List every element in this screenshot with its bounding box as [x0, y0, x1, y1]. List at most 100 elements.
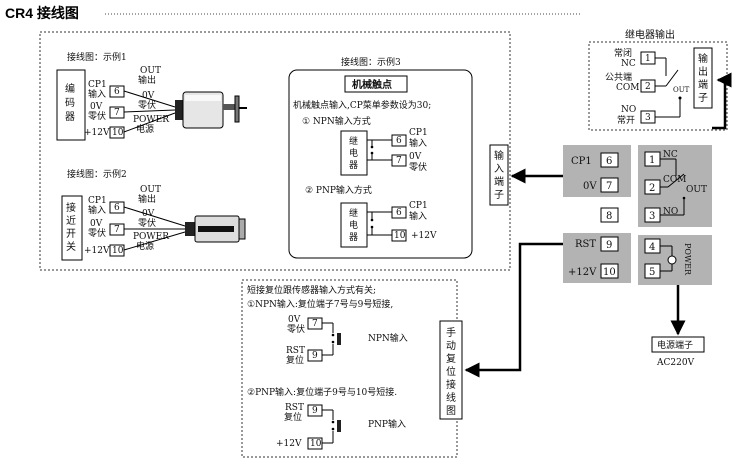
- svg-text:10: 10: [112, 128, 124, 138]
- svg-text:CP1: CP1: [88, 80, 107, 90]
- svg-text:输入: 输入: [409, 210, 427, 222]
- svg-text:电源: 电源: [136, 240, 154, 252]
- svg-text:OUT: OUT: [140, 185, 161, 195]
- input-port-label: [489, 144, 509, 206]
- svg-text:子: 子: [494, 189, 504, 201]
- examples-panel: [39, 31, 511, 271]
- svg-text:端: 端: [698, 78, 708, 91]
- svg-text:NO: NO: [663, 207, 678, 217]
- power-voltage: AC220V: [656, 358, 695, 368]
- svg-text:+12V: +12V: [84, 128, 110, 138]
- svg-text:机械触点: 机械触点: [352, 78, 392, 91]
- svg-text:零伏: 零伏: [88, 110, 106, 122]
- svg-text:RST: RST: [286, 346, 305, 356]
- svg-text:输: 输: [494, 149, 504, 162]
- svg-text:10: 10: [112, 246, 124, 256]
- svg-text:零伏: 零伏: [88, 227, 106, 239]
- svg-text:手: 手: [446, 326, 456, 339]
- svg-text:① NPN输入方式: ① NPN输入方式: [302, 115, 371, 127]
- svg-text:子: 子: [698, 92, 708, 104]
- svg-text:RST: RST: [285, 403, 304, 413]
- svg-text:零伏: 零伏: [409, 161, 427, 173]
- svg-text:输入: 输入: [88, 88, 106, 100]
- svg-text:NC: NC: [663, 150, 678, 160]
- power-block: 4 5 POWER: [638, 235, 712, 285]
- svg-text:9: 9: [312, 351, 318, 361]
- svg-text:6: 6: [396, 208, 402, 218]
- svg-text:OUT: OUT: [673, 86, 690, 94]
- svg-text:COM: COM: [616, 83, 639, 93]
- svg-text:2: 2: [649, 183, 655, 194]
- svg-text:常闭: 常闭: [614, 47, 632, 59]
- svg-text:0V: 0V: [409, 152, 422, 162]
- svg-text:CP1: CP1: [409, 128, 428, 138]
- svg-text:+12V: +12V: [568, 267, 597, 278]
- svg-text:②PNP输入:复位端子9号与10号短接.: ②PNP输入:复位端子9号与10号短接.: [247, 386, 397, 398]
- relay-output-panel: 继电器输出 常闭 NC 1 公共端 COM 2 NO 常开 3 OUT 输 出 …: [588, 28, 728, 131]
- svg-text:OUT: OUT: [686, 185, 707, 195]
- svg-text:公共端: 公共端: [605, 71, 632, 83]
- svg-text:开: 开: [66, 229, 76, 240]
- svg-text:0V: 0V: [288, 315, 301, 325]
- svg-text:9: 9: [606, 240, 612, 251]
- svg-text:入: 入: [494, 164, 504, 175]
- svg-text:输入: 输入: [88, 204, 106, 216]
- svg-text:图: 图: [446, 405, 456, 417]
- svg-text:10: 10: [310, 439, 322, 449]
- svg-text:7: 7: [606, 181, 612, 192]
- svg-text:6: 6: [114, 87, 120, 97]
- power-terminal-box: [651, 336, 705, 353]
- svg-text:3: 3: [645, 113, 651, 123]
- svg-text:继: 继: [349, 207, 358, 219]
- terminal-block: CP1 6 0V 7 8 RST 9 +12V 10: [563, 145, 631, 283]
- svg-text:复位: 复位: [286, 354, 304, 366]
- svg-text:8: 8: [606, 211, 612, 222]
- switch-blade-icon: [665, 69, 679, 87]
- encoder-device-box: [56, 69, 86, 141]
- svg-text:1: 1: [649, 155, 655, 166]
- relay-switch-icon: [667, 173, 685, 188]
- svg-text:复: 复: [446, 352, 456, 365]
- svg-text:CP1: CP1: [409, 201, 428, 211]
- svg-text:7: 7: [114, 108, 120, 118]
- svg-text:POWER: POWER: [133, 232, 169, 242]
- svg-text:零伏: 零伏: [287, 323, 305, 335]
- svg-text:6: 6: [114, 203, 120, 213]
- svg-text:+12V: +12V: [411, 231, 437, 241]
- svg-text:0V: 0V: [142, 209, 155, 219]
- svg-text:器: 器: [349, 232, 358, 243]
- svg-text:6: 6: [396, 136, 402, 146]
- svg-text:近: 近: [66, 214, 76, 227]
- arrow-to-output: [712, 72, 732, 130]
- svg-text:输: 输: [698, 52, 708, 65]
- connection-arrows: [464, 72, 732, 378]
- svg-text:机械触点输入,CP菜单参数设为30;: 机械触点输入,CP菜单参数设为30;: [293, 99, 431, 111]
- svg-text:出: 出: [698, 65, 708, 78]
- svg-text:①NPN输入:复位端子7号与9号短接,: ①NPN输入:复位端子7号与9号短接,: [247, 298, 393, 310]
- output-port-label: [693, 47, 713, 109]
- svg-text:OUT: OUT: [140, 66, 161, 76]
- relay-block: 1 2 3 NC COM OUT NO: [638, 145, 712, 227]
- svg-text:接线图：示例2: 接线图：示例2: [67, 168, 127, 180]
- input-port-text: 输 入 端 子: [494, 149, 504, 201]
- svg-text:7: 7: [396, 156, 402, 166]
- svg-text:复位: 复位: [284, 411, 302, 423]
- manual-reset-text: 手 动 复 位 接 线 图: [446, 326, 456, 417]
- proximity-switch-box: [61, 195, 83, 261]
- output-port-text: 输 出 端 子: [698, 52, 708, 104]
- svg-text:常开: 常开: [617, 114, 635, 126]
- page-title: CR4 接线图: [5, 5, 79, 21]
- manual-reset-label: [439, 320, 463, 420]
- svg-text:② PNP输入方式: ② PNP输入方式: [305, 184, 372, 196]
- relay-output-title: 继电器输出: [625, 28, 675, 41]
- svg-text:10: 10: [394, 231, 406, 241]
- reset-panel: 短接复位跟传感器输入方式有关; ①NPN输入:复位端子7号与9号短接, 0V 零…: [241, 279, 463, 458]
- svg-text:继: 继: [349, 135, 358, 147]
- example-3: 接线图：示例3 机械触点 机械触点输入,CP菜单参数设为30; ① NPN输入方…: [288, 56, 473, 259]
- proximity-sensor-icon: [185, 215, 246, 243]
- svg-text:关: 关: [66, 240, 76, 253]
- svg-text:3: 3: [649, 211, 655, 222]
- svg-text:端: 端: [494, 175, 504, 188]
- power-lamp-icon: [667, 255, 677, 265]
- encoder-icon: [175, 91, 247, 129]
